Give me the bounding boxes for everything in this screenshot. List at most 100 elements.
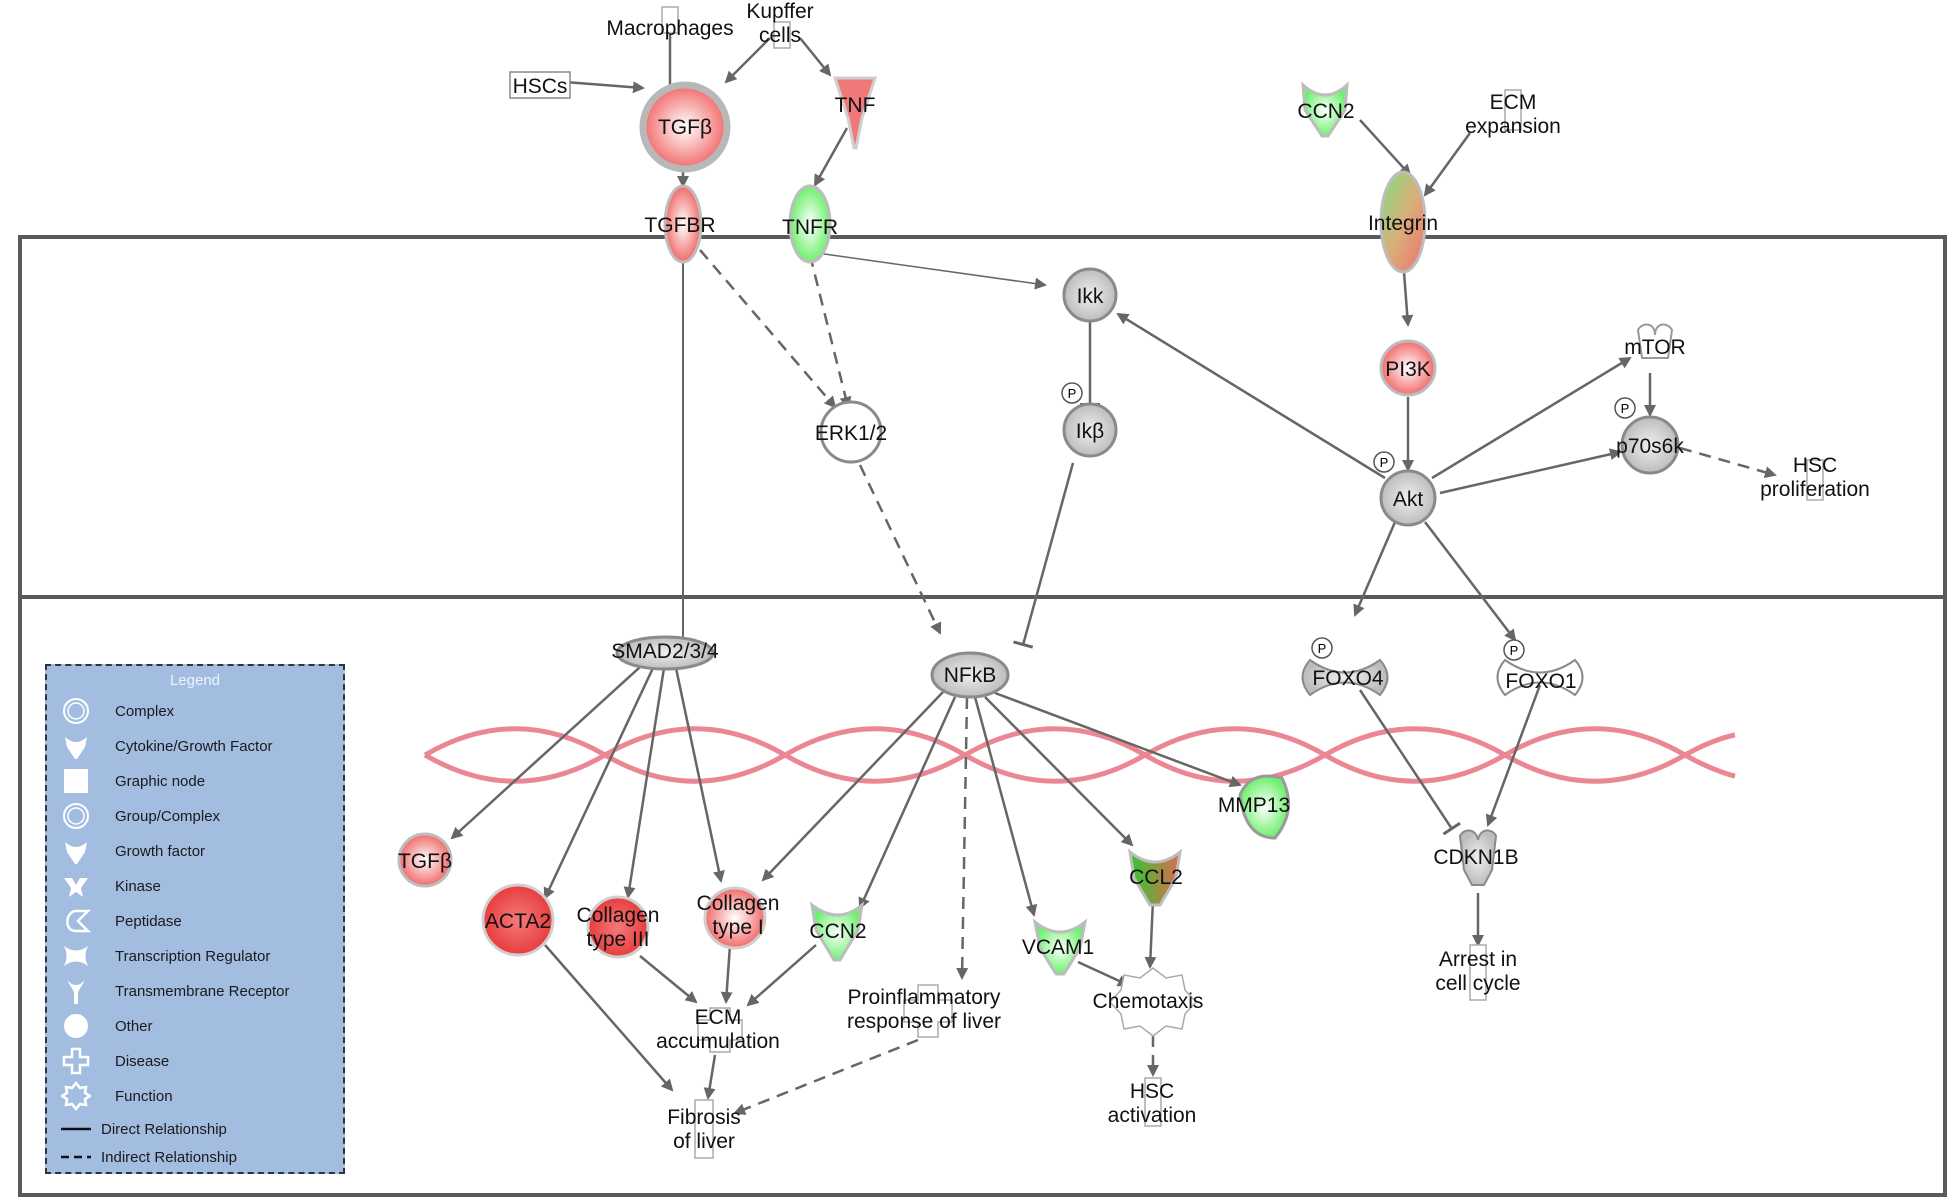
node-label-integrin: Integrin xyxy=(1368,212,1438,235)
hscs-graphic-node xyxy=(509,71,571,99)
foxo1-node xyxy=(1496,658,1584,697)
svg-text:P: P xyxy=(1068,386,1077,401)
legend-item-transcription-regulator: Transcription Regulator xyxy=(61,941,270,971)
node-label-smad: SMAD2/3/4 xyxy=(611,640,719,663)
legend-item-growth-factor: Growth factor xyxy=(61,836,205,866)
function-icon xyxy=(61,1081,91,1111)
other-icon xyxy=(64,1014,88,1038)
legend-panel: Legend Complex Cytokine/Growth Factor Gr… xyxy=(45,664,345,1174)
tgfbr-node xyxy=(663,184,703,264)
phospho-marker-icon: P xyxy=(1311,637,1333,659)
growth-factor-icon xyxy=(65,842,87,864)
phospho-marker-icon: P xyxy=(1503,639,1525,661)
node-label-chemo: Chemotaxis xyxy=(1093,990,1204,1013)
legend-item-other: Other xyxy=(61,1011,153,1041)
node-label-ccl2: CCL2 xyxy=(1129,866,1183,889)
node-label-foxo4: FOXO4 xyxy=(1312,667,1384,690)
macrophages-graphic-node xyxy=(661,6,679,34)
cytokine-icon xyxy=(65,737,87,759)
fibrosis-graphic-node xyxy=(694,1099,714,1159)
peptidase-icon xyxy=(66,909,91,933)
integrin-node xyxy=(1379,170,1427,274)
node-label-mmp13: MMP13 xyxy=(1218,794,1290,817)
legend-item-complex: Complex xyxy=(61,696,174,726)
legend-item-peptidase: Peptidase xyxy=(61,906,182,936)
phospho-marker-icon: P xyxy=(1614,397,1636,419)
svg-text:P: P xyxy=(1318,641,1327,656)
col1-node xyxy=(703,886,767,950)
disease-icon xyxy=(62,1047,90,1075)
ccl2-node xyxy=(1127,848,1183,907)
complex-icon xyxy=(63,698,89,724)
relationship-edges xyxy=(450,33,1777,1115)
mtor-node xyxy=(1636,323,1674,359)
kinase-icon xyxy=(64,878,88,897)
transmembrane-receptor-icon xyxy=(67,980,85,1004)
vcam1-node xyxy=(1032,918,1088,976)
mmp13-node xyxy=(1238,774,1291,840)
legend-item-cytokine: Cytokine/Growth Factor xyxy=(61,731,273,761)
ccn2-bottom-node xyxy=(809,901,865,962)
node-label-tnfr: TNFR xyxy=(782,216,838,239)
node-label-tgfb-top: TGFβ xyxy=(658,116,712,139)
phosphorylation-markers: P P P P P xyxy=(1061,382,1636,661)
legend-item-transmembrane-receptor: Transmembrane Receptor xyxy=(61,976,290,1006)
col3-node xyxy=(586,895,650,959)
ikb-node xyxy=(1062,402,1118,458)
smad-node xyxy=(615,635,715,671)
akt-node xyxy=(1379,469,1437,527)
solid-line-icon xyxy=(61,1127,91,1131)
svg-text:P: P xyxy=(1380,455,1389,470)
tgfb-top-node xyxy=(639,81,731,173)
node-label-hscs: HSCs xyxy=(513,75,568,98)
proinflammatory-node xyxy=(903,984,953,1038)
phospho-marker-icon: P xyxy=(1061,382,1083,404)
p70-node xyxy=(1620,415,1680,475)
chemotaxis-node xyxy=(1108,967,1198,1037)
node-label-ccn2-bot: CCN2 xyxy=(809,920,866,943)
node-label-tnf: TNF xyxy=(835,94,876,117)
node-label-ccn2-top: CCN2 xyxy=(1297,100,1354,123)
legend-item-group-complex: Group/Complex xyxy=(61,801,220,831)
node-shapes xyxy=(397,6,1824,1159)
arrest-graphic-node xyxy=(1469,944,1487,1001)
node-label-akt: Akt xyxy=(1393,488,1424,511)
legend-item-graphic-node: Graphic node xyxy=(61,766,205,796)
legend-title: Legend xyxy=(169,672,221,689)
tgfb-bottom-node xyxy=(397,832,453,888)
pi3k-node xyxy=(1379,339,1437,397)
ccn2-top-node xyxy=(1301,81,1349,138)
legend-item-direct-relationship: Direct Relationship xyxy=(61,1114,227,1144)
node-label-tgfbr: TGFBR xyxy=(644,214,715,237)
node-label-ikb: Ikβ xyxy=(1076,420,1104,443)
node-label-tgfb-bot: TGFβ xyxy=(398,850,452,873)
legend-item-disease: Disease xyxy=(61,1046,169,1076)
node-label-macrophages: Macrophages xyxy=(606,17,733,40)
acta2-node xyxy=(481,883,555,957)
hsc-activation-node xyxy=(1144,1077,1162,1127)
node-label-ikk: Ikk xyxy=(1077,285,1104,308)
tnfr-node xyxy=(788,184,832,264)
foxo4-node xyxy=(1301,658,1389,697)
ikk-node xyxy=(1062,267,1118,323)
node-label-p70: p70s6k xyxy=(1616,435,1684,458)
erk-node xyxy=(819,400,883,464)
legend-item-function: Function xyxy=(61,1081,173,1111)
cdkn1b-node xyxy=(1458,829,1498,886)
legend-item-kinase: Kinase xyxy=(61,871,161,901)
legend-item-indirect-relationship: Indirect Relationship xyxy=(61,1142,237,1172)
nfkb-node xyxy=(930,651,1010,699)
hsc-proliferation-graphic-node xyxy=(1806,459,1824,501)
node-label-foxo1: FOXO1 xyxy=(1505,670,1576,693)
transcription-regulator-icon xyxy=(64,946,88,966)
dashed-line-icon xyxy=(61,1155,91,1159)
